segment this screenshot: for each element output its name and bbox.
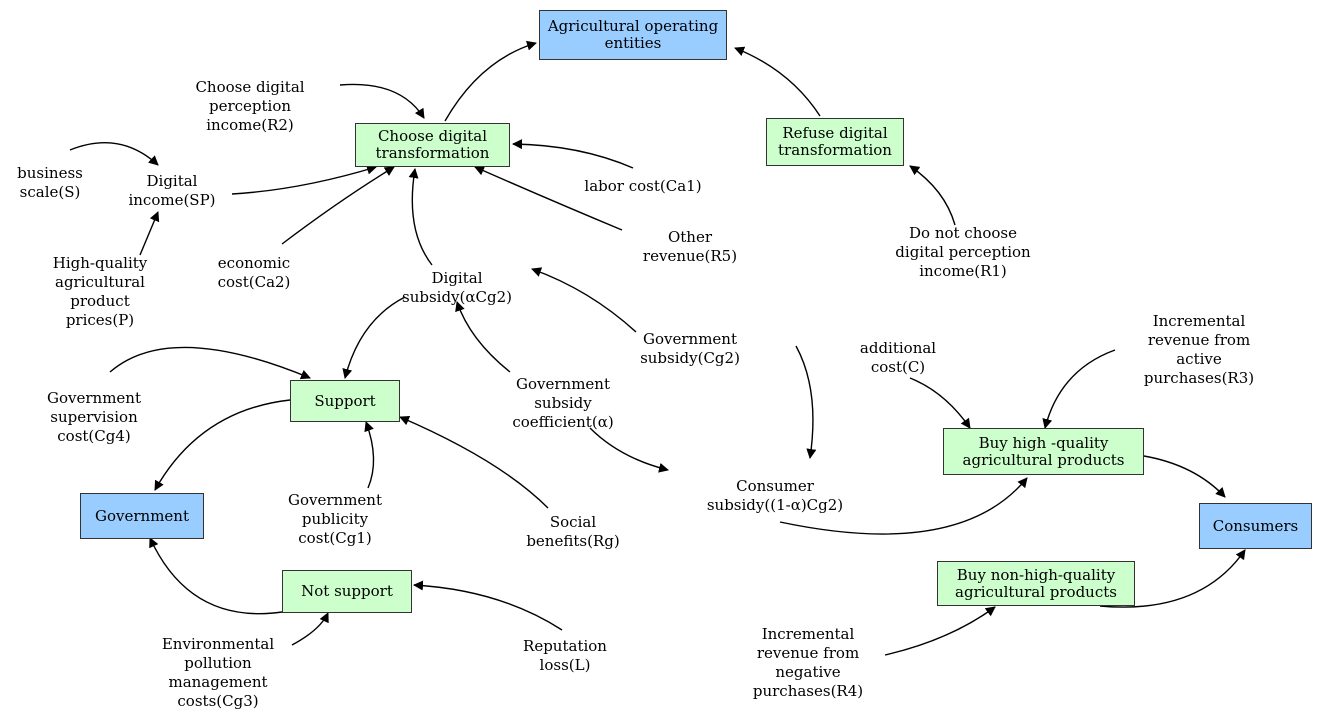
label-r5: Other revenue(R5) [642,228,738,265]
node-buy-high-quality: Buy high -quality agricultural products [943,428,1144,475]
edge-r1-to-refuse [909,165,956,226]
edge-r4-to-buynon [884,606,996,656]
node-not-support: Not support [282,570,412,613]
edge-r3-to-buyhigh [1042,349,1116,429]
edge-cost-to-buyhigh [909,377,971,429]
edge-alpha-to-digital [455,301,511,373]
label-price: High-quality agricultural product prices… [52,254,148,329]
node-choose-digital-transformation: Choose digital transformation [355,123,510,167]
edge-notsupport-to-government [149,537,283,615]
edge-govsubsidy-to-consumer [795,345,817,459]
node-refuse-digital-transformation: Refuse digital transformation [766,118,904,166]
edge-buyhigh-to-consumers [1143,455,1226,498]
edge-scale-to-income [69,142,159,166]
label-cg1: Government publicity cost(Cg1) [288,491,382,547]
edge-support-to-government [154,399,291,491]
edge-buynon-to-consumers [1099,549,1246,608]
label-economic-cost: economic cost(Ca2) [217,254,291,291]
edge-rg-to-support [399,415,549,509]
label-consumer-subsidy: Consumer subsidy((1-α)Cg2) [706,477,844,514]
edge-r5-to-choose [474,166,623,231]
node-support: Support [290,380,400,422]
label-r1: Do not choose digital perception income(… [895,224,1031,280]
label-r3: Incremental revenue from active purchase… [1143,312,1255,387]
label-labor-cost: labor cost(Ca1) [584,177,702,195]
label-business-scale: business scale(S) [17,164,83,201]
label-additional-cost: additional cost(C) [859,339,937,376]
edge-cg4-to-support [109,346,311,380]
edge-economic-to-choose [281,166,395,245]
edge-alpha-to-consumer [589,427,669,473]
edge-loss-to-notsupport [413,580,563,631]
label-r2: Choose digital perception income(R2) [195,78,305,134]
edge-r2-to-choose [339,83,425,119]
edge-digital-to-support [342,296,406,379]
label-cg4: Government supervision cost(Cg4) [47,389,141,445]
edge-govsubsidy-to-digital [531,267,637,333]
label-alpha: Government subsidy coefficient(α) [512,375,614,431]
label-government-subsidy: Government subsidy(Cg2) [640,330,740,367]
edge-choose-to-entities [444,40,537,122]
label-digital-subsidy: Digital subsidy(αCg2) [402,269,512,306]
edge-cg3-to-notsupport [291,612,329,646]
node-government: Government [80,493,204,539]
edge-income-to-choose [231,164,377,195]
label-r4: Incremental revenue from negative purcha… [752,625,864,700]
edge-refuse-to-entities [734,46,821,117]
node-agricultural-operating-entities: Agricultural operating entities [539,10,727,60]
label-cg3: Environmental pollution management costs… [161,635,275,710]
label-digital-income: Digital income(SP) [128,172,216,209]
edge-subsidy-to-choose [408,168,433,266]
edge-labor-to-choose [512,139,634,169]
label-reputation-loss: Reputation loss(L) [523,637,607,674]
node-buy-non-high-quality: Buy non-high-quality agricultural produc… [937,561,1135,606]
edge-price-to-income [139,211,160,256]
label-rg: Social benefits(Rg) [526,513,620,550]
edge-cg1-to-support [364,421,375,489]
node-consumers: Consumers [1199,503,1312,549]
edge-consumer-to-buyhigh [779,477,1028,535]
